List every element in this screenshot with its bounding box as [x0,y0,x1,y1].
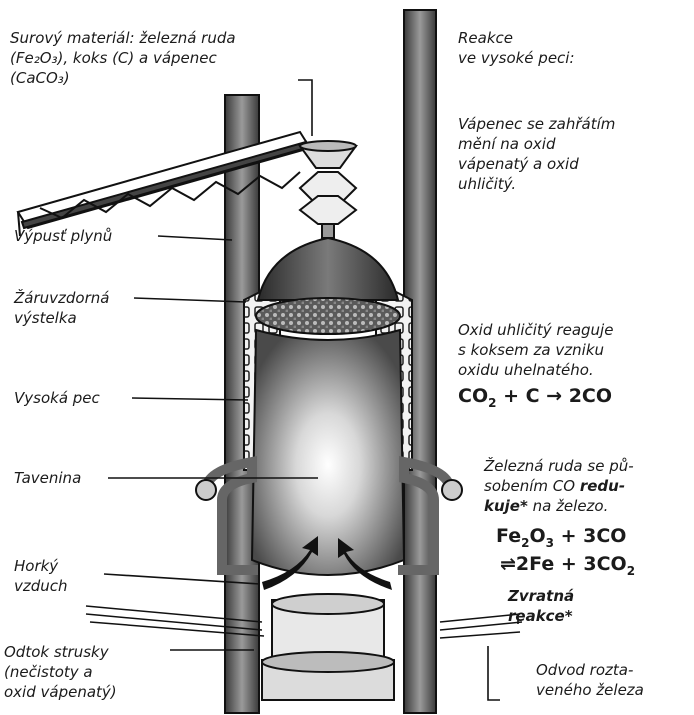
slag-line-2: (nečistoty a [4,662,117,682]
charge-layer [256,298,400,334]
label-hot-air: Horký vzduch [14,556,68,596]
hot-air-line-2: vzduch [14,576,68,596]
ore-line-1: Železná ruda se pů- [484,456,634,476]
melt-body [252,330,404,575]
eq1-rest: + C → 2CO [496,385,612,407]
equation-reduction-line-2: ⇌2Fe + 3CO2 [500,552,635,583]
lining-line-2: výstelka [14,308,109,328]
hot-air-line-1: Horký [14,556,68,576]
equation-co-formation: CO2 + C → 2CO [458,384,612,415]
label-slag: Odtok strusky (nečistoty a oxid vápenatý… [4,642,117,702]
label-furnace: Vysoká pec [14,388,100,408]
co2-text: Oxid uhličitý reaguje s koksem za vzniku… [458,320,613,380]
eq2-fe: Fe [496,525,521,547]
label-melt: Tavenina [14,468,81,488]
ore-line-3-bold: kuje* [484,497,528,515]
eq3-sub: 2 [627,564,635,578]
reactions-title-line-2: ve vysoké peci: [458,48,575,68]
label-lining: Žáruvzdorná výstelka [14,288,109,328]
co2-line-1: Oxid uhličitý reaguje [458,320,613,340]
limestone-text: Vápenec se zahřátím mění na oxid vápenat… [458,114,615,194]
limestone-line-1: Vápenec se zahřátím [458,114,615,134]
co2-line-2: s koksem za vzniku [458,340,613,360]
limestone-line-2: mění na oxid [458,134,615,154]
raw-material-line-2: (Fe₂O₃), koks (C) a vápenec [10,48,236,68]
reversible-line-1: Zvratná [508,586,574,606]
iron-outlet-line-2: veného železa [536,680,644,700]
limestone-line-3: vápenatý a oxid [458,154,615,174]
iron-outlet-label: Odvod rozta- veného železa [536,660,644,700]
ore-line-3-post: na železo. [528,497,609,515]
co2-line-3: oxidu uhelnatého. [458,360,613,380]
equation-reduction-line-1: Fe2O3 + 3CO [496,524,626,555]
iron-outlet-line-1: Odvod rozta- [536,660,644,680]
ore-line-2-pre: sobením CO [484,477,580,495]
slag-line-1: Odtok strusky [4,642,117,662]
charging-hopper [300,141,356,238]
slag-line-3: oxid vápenatý) [4,682,117,702]
ore-line-3: kuje* na železo. [484,496,634,516]
reactions-title: Reakce ve vysoké peci: [458,28,575,68]
furnace-dome [258,238,398,300]
eq2-o-sub: 3 [546,536,554,550]
reversible-line-2: reakce* [508,606,574,626]
eq2-o: O [529,525,545,547]
eq2-rest: + 3CO [554,525,626,547]
label-raw-material: Surový materiál: železná ruda (Fe₂O₃), k… [10,28,236,88]
reactions-title-line-1: Reakce [458,28,575,48]
ore-line-2: sobením CO redu- [484,476,634,496]
ore-reduction-text: Železná ruda se pů- sobením CO redu- kuj… [484,456,634,516]
label-gas-outlet: Výpusť plynů [14,226,112,246]
raw-material-line-3: (CaCO₃) [10,68,236,88]
limestone-line-4: uhličitý. [458,174,615,194]
eq1-co: CO [458,385,488,407]
eq3-pre: ⇌2Fe + 3CO [500,553,627,575]
hearth-base [262,594,394,700]
raw-material-line-1: Surový materiál: železná ruda [10,28,236,48]
ore-line-2-bold: redu- [580,477,625,495]
reversible-reaction-label: Zvratná reakce* [508,586,574,626]
conveyor-belt [18,132,310,236]
lining-line-1: Žáruvzdorná [14,288,109,308]
